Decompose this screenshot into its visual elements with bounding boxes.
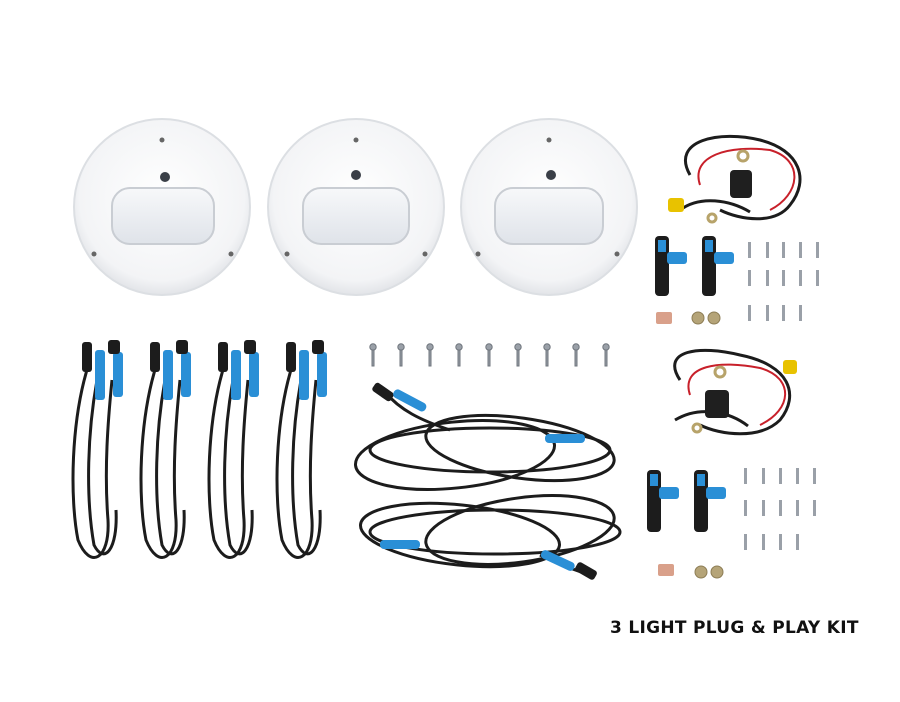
short-cable-bundle-3 bbox=[207, 340, 259, 559]
fuse-and-nuts-1 bbox=[656, 311, 721, 325]
short-cable-bundle-1 bbox=[71, 340, 123, 559]
led-light-2 bbox=[267, 118, 445, 296]
t-connector-4 bbox=[694, 470, 726, 532]
small-screws-grid-2 bbox=[744, 468, 816, 550]
kit-caption: 3 LIGHT PLUG & PLAY KIT bbox=[610, 618, 859, 638]
long-cable-coil-1 bbox=[353, 382, 616, 491]
t-connector-1 bbox=[655, 236, 687, 296]
short-cable-bundle-2 bbox=[139, 340, 191, 559]
small-screws-grid-1 bbox=[748, 242, 819, 321]
t-connector-3 bbox=[647, 470, 679, 532]
power-harness-2 bbox=[673, 348, 797, 436]
led-light-1 bbox=[73, 118, 251, 296]
mounting-screws-row bbox=[369, 343, 610, 367]
short-cable-bundle-4 bbox=[275, 340, 327, 559]
t-connector-2 bbox=[702, 236, 734, 296]
power-harness-1 bbox=[668, 134, 802, 224]
fuse-and-nuts-2 bbox=[658, 564, 724, 579]
led-light-3 bbox=[460, 118, 638, 296]
long-cable-coil-2 bbox=[358, 494, 622, 580]
